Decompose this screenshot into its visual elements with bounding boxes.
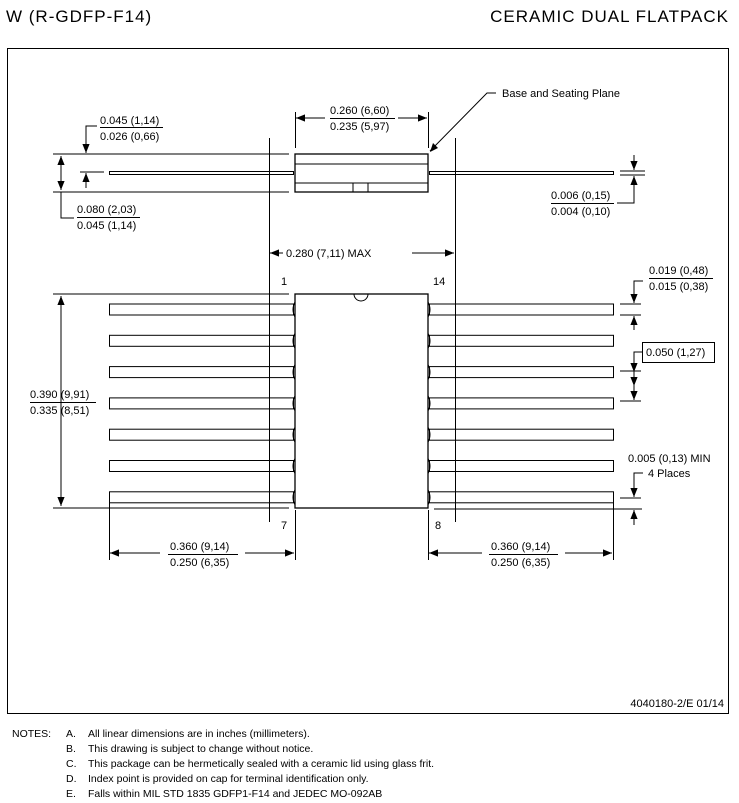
lead-right: [429, 428, 614, 441]
pin7-label: 7: [281, 520, 287, 532]
index-notch: [353, 293, 369, 302]
lead-left: [109, 303, 294, 316]
note-letter: B.: [66, 743, 76, 755]
lead-right: [429, 460, 614, 472]
side-lead-left: [109, 171, 294, 175]
note-text: Falls within MIL STD 1835 GDFP1-F14 and …: [88, 788, 382, 800]
lead-braze-fillet: [292, 458, 296, 474]
lead-braze-fillet: [427, 395, 431, 412]
lead-braze-fillet: [292, 395, 296, 412]
gap-dim: 0.005 (0,13) MIN: [628, 453, 711, 465]
lead-left: [109, 460, 294, 472]
left-lead-min: 0.250 (6,35): [170, 557, 229, 569]
lead-width-min: 0.015 (0,38): [649, 281, 708, 293]
lead-braze-fillet: [427, 333, 431, 349]
lead-braze-fillet: [292, 489, 296, 506]
lead-right: [429, 334, 614, 347]
lead-left: [109, 491, 294, 504]
lead-braze-fillet: [427, 364, 431, 380]
lead-right: [429, 303, 614, 316]
drawing-number: 4040180-2/E 01/14: [630, 698, 724, 710]
lead-left: [109, 397, 294, 410]
lead-right: [429, 397, 614, 410]
lead-left: [109, 334, 294, 347]
note-letter: D.: [66, 773, 77, 785]
overall-height-max: 0.080 (2,03): [77, 204, 136, 216]
lead-thk-max: 0.006 (0,15): [551, 190, 610, 202]
seating-plane-label: Base and Seating Plane: [502, 88, 620, 100]
pitch-dim: 0.050 (1,27): [646, 347, 705, 359]
body-width-max: 0.260 (6,60): [330, 105, 389, 117]
lead-braze-fillet: [427, 301, 431, 318]
lead-braze-fillet: [292, 333, 296, 349]
lead-braze-fillet: [292, 301, 296, 318]
package-name: CERAMIC DUAL FLATPACK: [490, 7, 729, 26]
lead-braze-fillet: [292, 426, 296, 443]
body-width-min: 0.235 (5,97): [330, 121, 389, 133]
lead-left: [109, 428, 294, 441]
lead-braze-fillet: [427, 489, 431, 506]
left-lead-max: 0.360 (9,14): [170, 541, 229, 553]
lead-left: [109, 366, 294, 379]
note-text: This package can be hermetically sealed …: [88, 758, 434, 770]
lead-thickness-min: 0.026 (0,66): [100, 131, 159, 143]
length-min: 0.335 (8,51): [30, 405, 89, 417]
top-body: [294, 293, 429, 509]
note-letter: A.: [66, 728, 76, 740]
right-lead-min: 0.250 (6,35): [491, 557, 550, 569]
pin8-label: 8: [435, 520, 441, 532]
pitch-box: [642, 342, 715, 363]
note-text: Index point is provided on cap for termi…: [88, 773, 369, 785]
notes-label: NOTES:: [12, 728, 51, 740]
lead-thk-min: 0.004 (0,10): [551, 206, 610, 218]
lead-right: [429, 366, 614, 379]
pin1-label: 1: [281, 276, 287, 288]
note-text: All linear dimensions are in inches (mil…: [88, 728, 310, 740]
side-lead-right: [429, 171, 614, 175]
package-code: W (R-GDFP-F14): [6, 7, 152, 26]
top-view: [53, 280, 715, 560]
lead-right: [429, 491, 614, 504]
note-text: This drawing is subject to change withou…: [88, 743, 313, 755]
overall-height-min: 0.045 (1,14): [77, 220, 136, 232]
gap-places: 4 Places: [648, 468, 691, 480]
drawing-frame: [7, 48, 729, 714]
lead-braze-fillet: [292, 364, 296, 380]
lead-thickness-max: 0.045 (1,14): [100, 115, 159, 127]
side-view: [53, 92, 645, 522]
lead-braze-fillet: [427, 426, 431, 443]
right-lead-max: 0.360 (9,14): [491, 541, 550, 553]
note-letter: C.: [66, 758, 77, 770]
side-body: [294, 153, 429, 193]
notes-list: A. All linear dimensions are in inches (…: [66, 728, 434, 800]
lead-braze-fillet: [427, 458, 431, 474]
note-letter: E.: [66, 788, 76, 800]
pin14-label: 14: [433, 276, 445, 288]
lead-width-max: 0.019 (0,48): [649, 265, 708, 277]
length-max: 0.390 (9,91): [30, 389, 89, 401]
max-width-dim: 0.280 (7,11) MAX: [286, 248, 372, 260]
